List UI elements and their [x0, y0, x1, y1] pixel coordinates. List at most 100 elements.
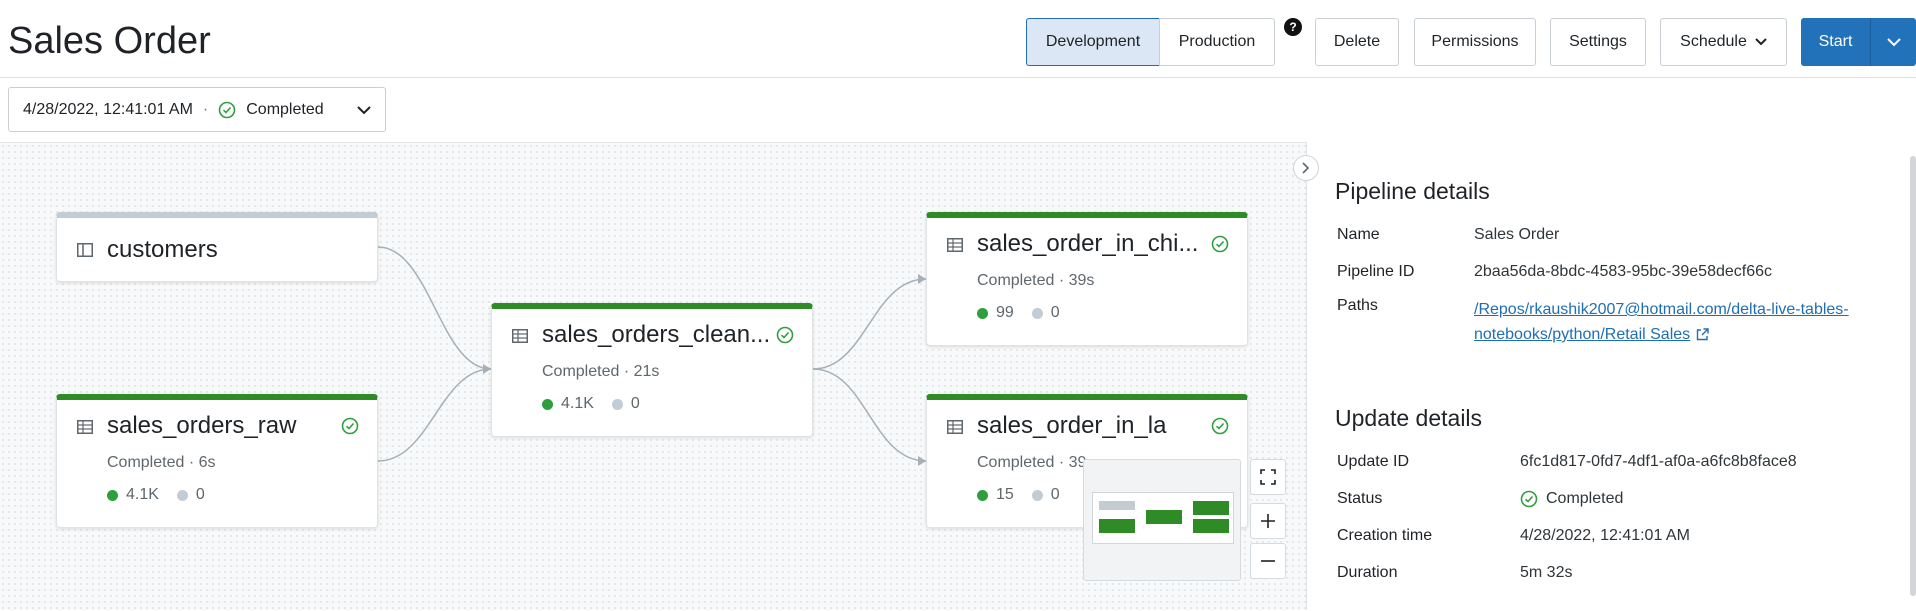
node-metrics: 4.1K 0 — [107, 486, 205, 504]
node-status: Completed · 39s — [977, 272, 1095, 289]
pipeline-paths-row: Paths /Repos/rkaushik2007@hotmail.com/de… — [1337, 297, 1849, 347]
fit-view-button[interactable] — [1250, 459, 1286, 495]
detail-label: Update ID — [1337, 453, 1410, 470]
creation-time: 4/28/2022, 12:41:01 AM — [1520, 527, 1690, 544]
check-circle-icon — [1211, 235, 1229, 253]
check-circle-icon — [776, 326, 794, 344]
details-panel: Pipeline details Name Sales Order Pipeli… — [1306, 142, 1916, 610]
rows-dropped: 0 — [1050, 304, 1060, 321]
panel-scrollbar[interactable] — [1910, 156, 1916, 596]
expand-icon — [1260, 469, 1276, 485]
pipeline-name-row: Name Sales Order — [1337, 226, 1559, 244]
node-title: customers — [107, 236, 218, 263]
plus-icon — [1261, 514, 1275, 528]
rows-dropped: 0 — [195, 486, 205, 503]
rows-written: 15 — [996, 486, 1014, 503]
check-circle-icon — [218, 101, 236, 118]
update-id-row: Update ID 6fc1d817-0fd7-4df1-af0a-a6fc8b… — [1337, 453, 1797, 471]
node-title: sales_orders_clean... — [542, 321, 771, 348]
update-details-heading: Update details — [1335, 405, 1483, 431]
detail-label: Creation time — [1337, 527, 1433, 544]
detail-label: Name — [1337, 226, 1380, 243]
node-metrics: 99 0 — [977, 304, 1060, 322]
settings-button[interactable]: Settings — [1550, 18, 1646, 66]
dropped-dot — [1031, 307, 1043, 319]
table-icon — [77, 420, 93, 434]
written-dot — [977, 489, 988, 501]
pipeline-details-heading: Pipeline details — [1335, 178, 1490, 204]
question-circle-icon[interactable]: ? — [1284, 18, 1302, 36]
check-circle-icon — [341, 417, 359, 435]
edge-cleaned-la — [812, 368, 927, 462]
chevron-down-icon — [1886, 37, 1901, 46]
edge-raw-cleaned — [377, 368, 492, 462]
table-icon — [512, 329, 528, 343]
detail-label: Status — [1337, 490, 1383, 507]
node-status: Completed · 39 — [977, 454, 1087, 471]
node-title: sales_orders_raw — [107, 412, 297, 439]
chevron-right-icon — [1302, 162, 1310, 174]
update-selector[interactable]: 4/28/2022, 12:41:01 AM · Completed — [8, 87, 386, 132]
collapse-panel-button[interactable] — [1293, 155, 1319, 181]
pipeline-name: Sales Order — [1474, 226, 1560, 243]
written-dot — [107, 489, 118, 501]
rows-written: 4.1K — [561, 395, 594, 412]
dropped-dot — [611, 398, 623, 410]
path-line-2[interactable]: notebooks/python/Retail Sales — [1474, 326, 1691, 343]
page-title: Sales Order — [8, 20, 211, 62]
node-metrics: 4.1K 0 — [542, 395, 640, 413]
development-mode-button[interactable]: Development — [1026, 18, 1160, 66]
schedule-button[interactable]: Schedule — [1660, 18, 1787, 66]
rows-dropped: 0 — [630, 395, 640, 412]
graph-node-customers[interactable]: customers — [56, 212, 378, 282]
chevron-down-icon — [1755, 38, 1767, 46]
separator: · — [202, 100, 209, 118]
rows-written: 99 — [996, 304, 1014, 321]
zoom-out-button[interactable] — [1250, 543, 1286, 579]
update-timestamp: 4/28/2022, 12:41:01 AM — [23, 100, 193, 118]
pipeline-id-row: Pipeline ID 2baa56da-8bdc-4583-95bc-39e5… — [1337, 263, 1772, 281]
start-button[interactable]: Start — [1801, 18, 1871, 66]
node-status: Completed · 6s — [107, 454, 216, 471]
pipeline-id: 2baa56da-8bdc-4583-95bc-39e58decf66c — [1474, 263, 1773, 280]
minimap-nodes — [1099, 501, 1229, 533]
rows-written: 4.1K — [126, 486, 159, 503]
detail-label: Pipeline ID — [1337, 263, 1415, 280]
graph-node-sales-orders-cleaned[interactable]: sales_orders_clean... Completed · 21s 4.… — [491, 303, 813, 437]
node-title: sales_order_in_la — [977, 412, 1167, 439]
written-dot — [977, 307, 988, 319]
pipeline-graph-canvas[interactable]: customers sales_orders_raw Completed · 6… — [0, 142, 1306, 610]
detail-label: Paths — [1337, 297, 1378, 314]
update-status-row: Status Completed — [1337, 490, 1623, 508]
table-icon — [947, 420, 963, 434]
update-status: Completed — [1546, 490, 1624, 507]
start-menu-button[interactable] — [1871, 18, 1916, 66]
view-icon — [77, 243, 93, 257]
external-link-icon[interactable] — [1696, 328, 1709, 341]
node-metrics: 15 0 — [977, 486, 1060, 504]
start-button-group: Start — [1801, 18, 1916, 66]
graph-node-sales-order-in-chicago[interactable]: sales_order_in_chi... Completed · 39s 99… — [926, 212, 1248, 346]
minus-icon — [1261, 560, 1275, 562]
update-id: 6fc1d817-0fd7-4df1-af0a-a6fc8b8face8 — [1520, 453, 1797, 470]
schedule-label: Schedule — [1680, 33, 1747, 50]
graph-minimap[interactable] — [1083, 459, 1241, 581]
zoom-in-button[interactable] — [1250, 503, 1286, 539]
table-icon — [947, 238, 963, 252]
minimap-viewport[interactable] — [1092, 492, 1234, 544]
permissions-button[interactable]: Permissions — [1414, 18, 1536, 66]
detail-label: Duration — [1337, 564, 1398, 581]
dropped-dot — [176, 489, 188, 501]
pipeline-path-link[interactable]: /Repos/rkaushik2007@hotmail.com/delta-li… — [1474, 297, 1849, 347]
check-circle-icon — [1211, 417, 1229, 435]
production-mode-button[interactable]: Production — [1159, 18, 1275, 66]
path-line-1[interactable]: /Repos/rkaushik2007@hotmail.com/delta-li… — [1474, 301, 1849, 318]
graph-node-sales-orders-raw[interactable]: sales_orders_raw Completed · 6s 4.1K 0 — [56, 394, 378, 528]
delete-button[interactable]: Delete — [1315, 18, 1399, 66]
creation-time-row: Creation time 4/28/2022, 12:41:01 AM — [1337, 527, 1690, 545]
page-header: Sales Order Development Production ? Del… — [0, 0, 1916, 78]
update-status: Completed — [246, 100, 324, 118]
duration-row: Duration 5m 32s — [1337, 564, 1572, 582]
edge-customers-cleaned — [377, 246, 492, 370]
rows-dropped: 0 — [1050, 486, 1060, 503]
